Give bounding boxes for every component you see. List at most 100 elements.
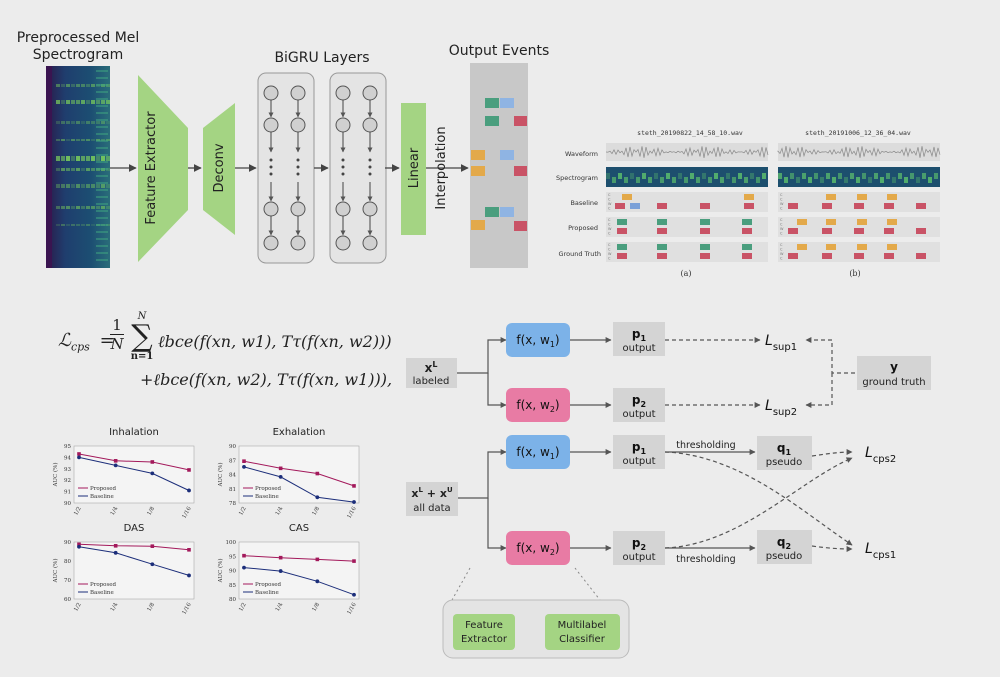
track-tick-label: C xyxy=(608,223,611,227)
spectrogram-band xyxy=(61,224,65,226)
example-b-title: steth_20191006_12_36_04.wav xyxy=(805,129,911,137)
track-tick-label: C xyxy=(780,193,783,197)
spectrogram-texture xyxy=(790,173,794,179)
track-tick-label: C xyxy=(608,207,611,211)
spectrogram-texture xyxy=(808,177,812,183)
spectrogram-texture xyxy=(696,177,700,183)
svg-text:p1: p1 xyxy=(632,327,647,343)
ellipsis-dot xyxy=(368,165,372,169)
event-track-gt xyxy=(606,242,768,262)
event-segment xyxy=(657,228,667,234)
spectrogram-texture xyxy=(636,177,640,183)
track-tick-label: C xyxy=(608,257,611,261)
spectrogram-band xyxy=(96,133,108,135)
data-point-baseline xyxy=(113,550,118,555)
x-tick-label: 1/8 xyxy=(146,602,156,613)
data-point-proposed xyxy=(187,547,191,552)
spectrogram-band xyxy=(56,224,60,226)
event-segment xyxy=(615,203,625,209)
svg-text:xL: xL xyxy=(425,360,438,375)
event-segment xyxy=(788,228,798,234)
spectrogram-band xyxy=(76,121,80,124)
p2-output-box-top xyxy=(613,388,665,422)
x-tick-label: 1/16 xyxy=(181,506,193,520)
spectrogram-band xyxy=(61,206,65,209)
gru-unit xyxy=(362,201,378,217)
event-segment xyxy=(657,219,667,225)
spectrogram-texture xyxy=(796,177,800,183)
x-tick-label: 1/8 xyxy=(146,506,156,517)
spectrogram-texture xyxy=(678,173,682,179)
spectrogram-texture xyxy=(844,177,848,183)
y-tick-label: 90 xyxy=(64,501,71,507)
spectrogram-texture xyxy=(702,173,706,179)
spectrogram-band xyxy=(61,100,65,104)
y-tick-label: 93 xyxy=(64,467,71,473)
y-tick-label: 95 xyxy=(229,554,236,560)
svg-text:output: output xyxy=(623,456,656,467)
data-point-proposed xyxy=(77,542,81,547)
spectrogram-texture xyxy=(690,173,694,179)
spectrogram-band xyxy=(96,245,108,247)
spectrogram-band xyxy=(96,196,108,198)
event-segment xyxy=(617,253,627,259)
track-tick-label: C xyxy=(780,207,783,211)
y-tick-label: 94 xyxy=(64,455,71,461)
y-tick-label: 80 xyxy=(229,597,236,603)
data-point-baseline xyxy=(352,500,356,504)
loss-sup1: Lsup1 xyxy=(765,333,797,353)
spectrogram-texture xyxy=(726,173,730,179)
track-tick-label: C xyxy=(608,248,611,252)
spectrogram-band xyxy=(61,156,65,161)
data-point-baseline xyxy=(113,463,118,468)
spectrogram-band xyxy=(96,189,108,191)
row-label-baseline: Baseline xyxy=(570,199,598,207)
caption-b: (b) xyxy=(849,269,860,278)
event-segment xyxy=(916,203,926,209)
event-segment xyxy=(657,203,667,209)
spectrogram-band xyxy=(81,184,85,188)
spectrogram-band xyxy=(81,100,85,104)
spectrogram-texture xyxy=(750,173,754,179)
y-axis-label: AUC (%) xyxy=(52,558,59,583)
event-segment xyxy=(630,203,640,209)
spectrogram-band xyxy=(71,100,75,104)
svg-text:xL + xU: xL + xU xyxy=(411,486,453,500)
svg-text:Classifier: Classifier xyxy=(559,634,606,645)
gru-unit xyxy=(263,85,279,101)
spectrogram-texture xyxy=(892,177,896,183)
track-tick-label: C xyxy=(780,248,783,252)
spectrogram-band xyxy=(66,100,70,104)
spectrogram-texture xyxy=(904,177,908,183)
legend-label: Proposed xyxy=(255,486,282,492)
data-point-baseline xyxy=(315,495,320,500)
bigru-layer-1 xyxy=(257,72,315,264)
spectrogram-band xyxy=(86,206,90,209)
legend-label: Baseline xyxy=(255,494,279,500)
spectrogram-band xyxy=(96,84,108,86)
spectrogram-band xyxy=(71,224,75,226)
data-point-baseline xyxy=(242,465,246,469)
svg-text:y: y xyxy=(890,360,898,374)
svg-text:output: output xyxy=(623,343,656,354)
model-w1-box-top xyxy=(506,323,570,357)
spectrogram-band xyxy=(106,121,110,124)
track-tick-label: C xyxy=(780,257,783,261)
spectrogram-texture xyxy=(898,173,902,179)
q2-pseudo-box xyxy=(757,530,812,564)
all-data-caption: all data xyxy=(413,503,450,514)
y-tick-label: 84 xyxy=(229,473,236,479)
row-label-proposed: Proposed xyxy=(568,224,598,232)
event-segment xyxy=(700,203,710,209)
track-tick-label: C xyxy=(608,243,611,247)
track-tick-label: C xyxy=(780,198,783,202)
spectrogram-band xyxy=(101,121,105,124)
data-point-baseline xyxy=(352,592,356,597)
spectrogram-band xyxy=(56,206,60,209)
spectrogram-texture xyxy=(648,177,652,183)
spectrogram-texture xyxy=(814,173,818,179)
spectrogram-band xyxy=(81,84,85,87)
data-point-proposed xyxy=(150,544,155,548)
